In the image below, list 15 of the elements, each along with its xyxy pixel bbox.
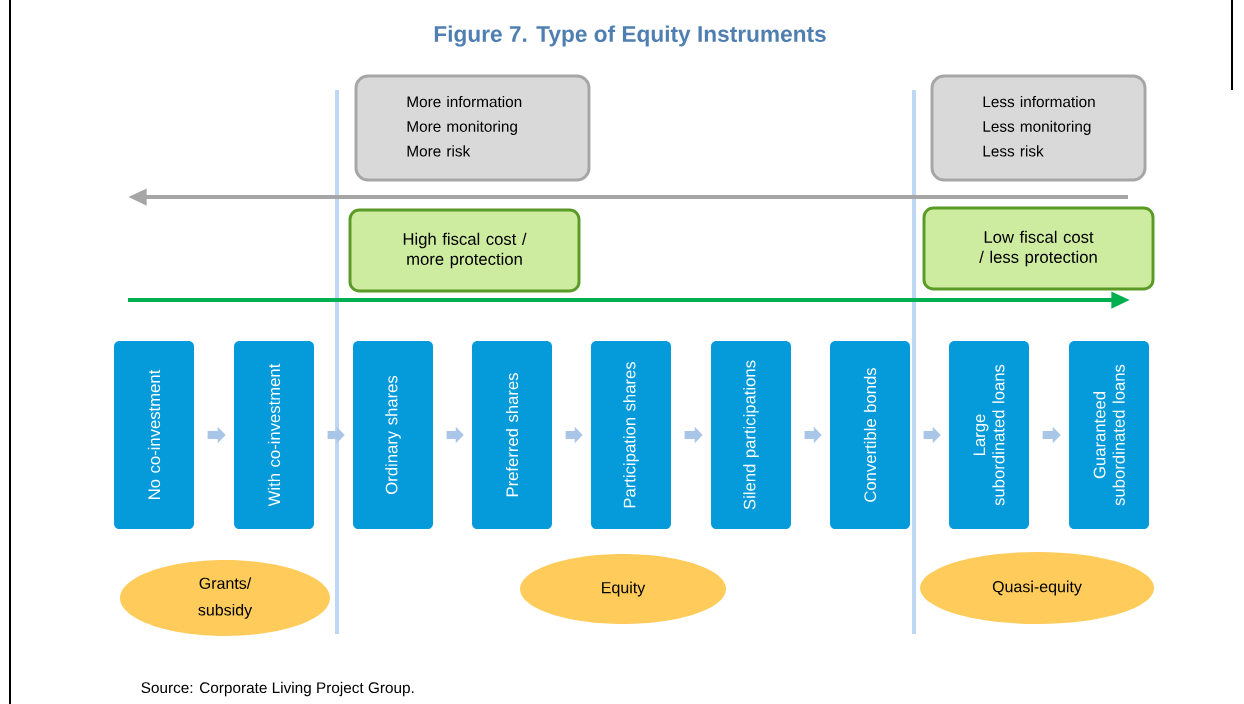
instrument-box: Participation shares [591,341,671,529]
figure-title: Figure 7. Type of Equity Instruments [434,25,826,47]
instrument-box: Preferred shares [472,341,552,529]
instrument-box: No co-investment [114,341,194,529]
source-caption: Source: Corporate Living Project Group. [141,681,414,697]
instrument-box: Convertible bonds [830,341,910,529]
instrument-box: Silend participations [711,341,791,529]
instrument-box: Large subordinated loans [949,341,1029,529]
info-box: More information More monitoring More risk [354,74,591,182]
cost-box: High fiscal cost / more protection [348,208,581,293]
instrument-box: With co-investment [234,341,314,529]
cost-box: Low fiscal cost / less protection [922,206,1155,291]
instrument-box: Guaranteed subordinated loans [1069,341,1149,529]
info-box: Less information Less monitoring Less risk [930,74,1147,182]
instrument-box: Ordinary shares [353,341,433,529]
